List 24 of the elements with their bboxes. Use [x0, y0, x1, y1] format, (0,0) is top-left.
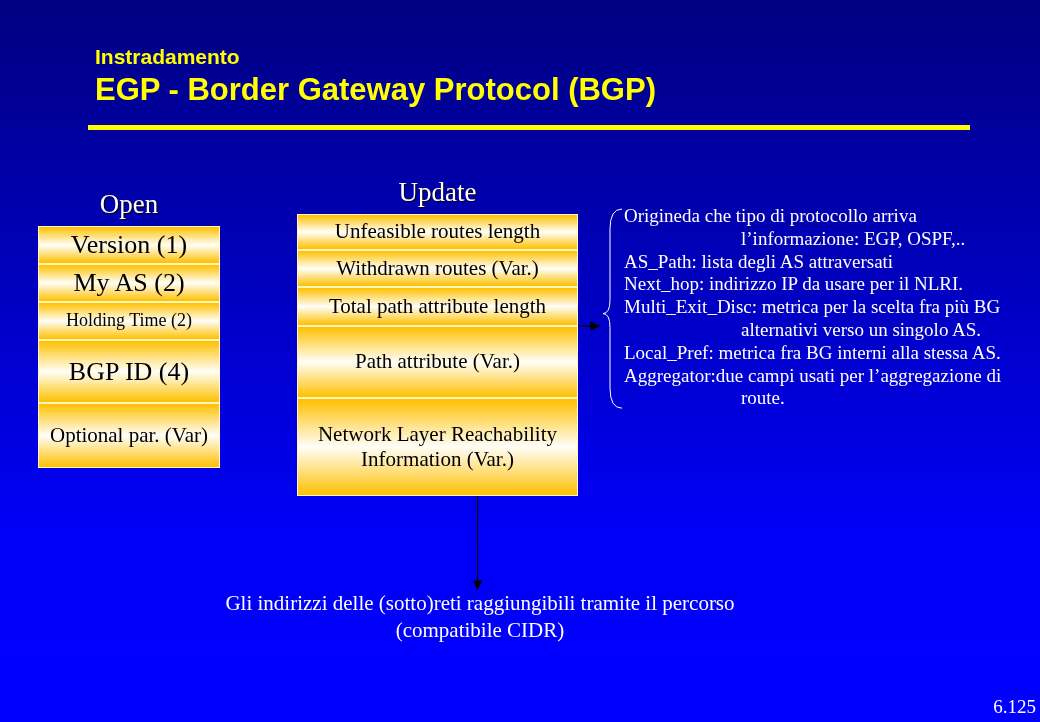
page-number: 6.125 — [993, 696, 1036, 718]
arrow — [472, 495, 483, 591]
message-heading: Open — [98, 188, 160, 221]
attribute-description: Multi_Exit_Disc: metrica per la scelta fra più BG alternativi verso un singolo AS. — [624, 296, 1002, 342]
attribute-description: Next_hop: indirizzo IP da usare per il NLRI. — [624, 273, 965, 297]
slide-title: EGP - Border Gateway Protocol (BGP) — [95, 72, 656, 108]
arrow — [577, 321, 601, 331]
message-heading: Update — [397, 176, 478, 209]
message-field: My AS (2) — [38, 264, 220, 302]
message-field: Total path attribute length — [297, 287, 578, 326]
message-field: Version (1) — [38, 226, 220, 264]
message-field: BGP ID (4) — [38, 340, 220, 403]
message-field: Path attribute (Var.) — [297, 326, 578, 398]
attribute-description: Origineda che tipo di protocollo arriva l’informazione: EGP, OSPF,.. — [624, 205, 967, 251]
section-heading: Instradamento — [95, 45, 240, 69]
attribute-description: AS_Path: lista degli AS attraversati — [624, 250, 895, 274]
message-field: Holding Time (2) — [38, 302, 220, 340]
message-field: Optional par. (Var) — [38, 403, 220, 468]
attribute-description: Local_Pref: metrica fra BG interni alla stessa AS. — [624, 341, 1002, 365]
message-field: Withdrawn routes (Var.) — [297, 250, 578, 287]
attribute-description: Aggregator:due campi usati per l’aggregazione di route. — [624, 364, 1003, 411]
message-field: Unfeasible routes length — [297, 214, 578, 250]
note-text: Gli indirizzi delle (sotto)reti raggiungibili tramite il percorso (compatibile CIDR) — [200, 590, 760, 645]
message-field: Network Layer Reachability Information (Var.) — [297, 398, 578, 496]
